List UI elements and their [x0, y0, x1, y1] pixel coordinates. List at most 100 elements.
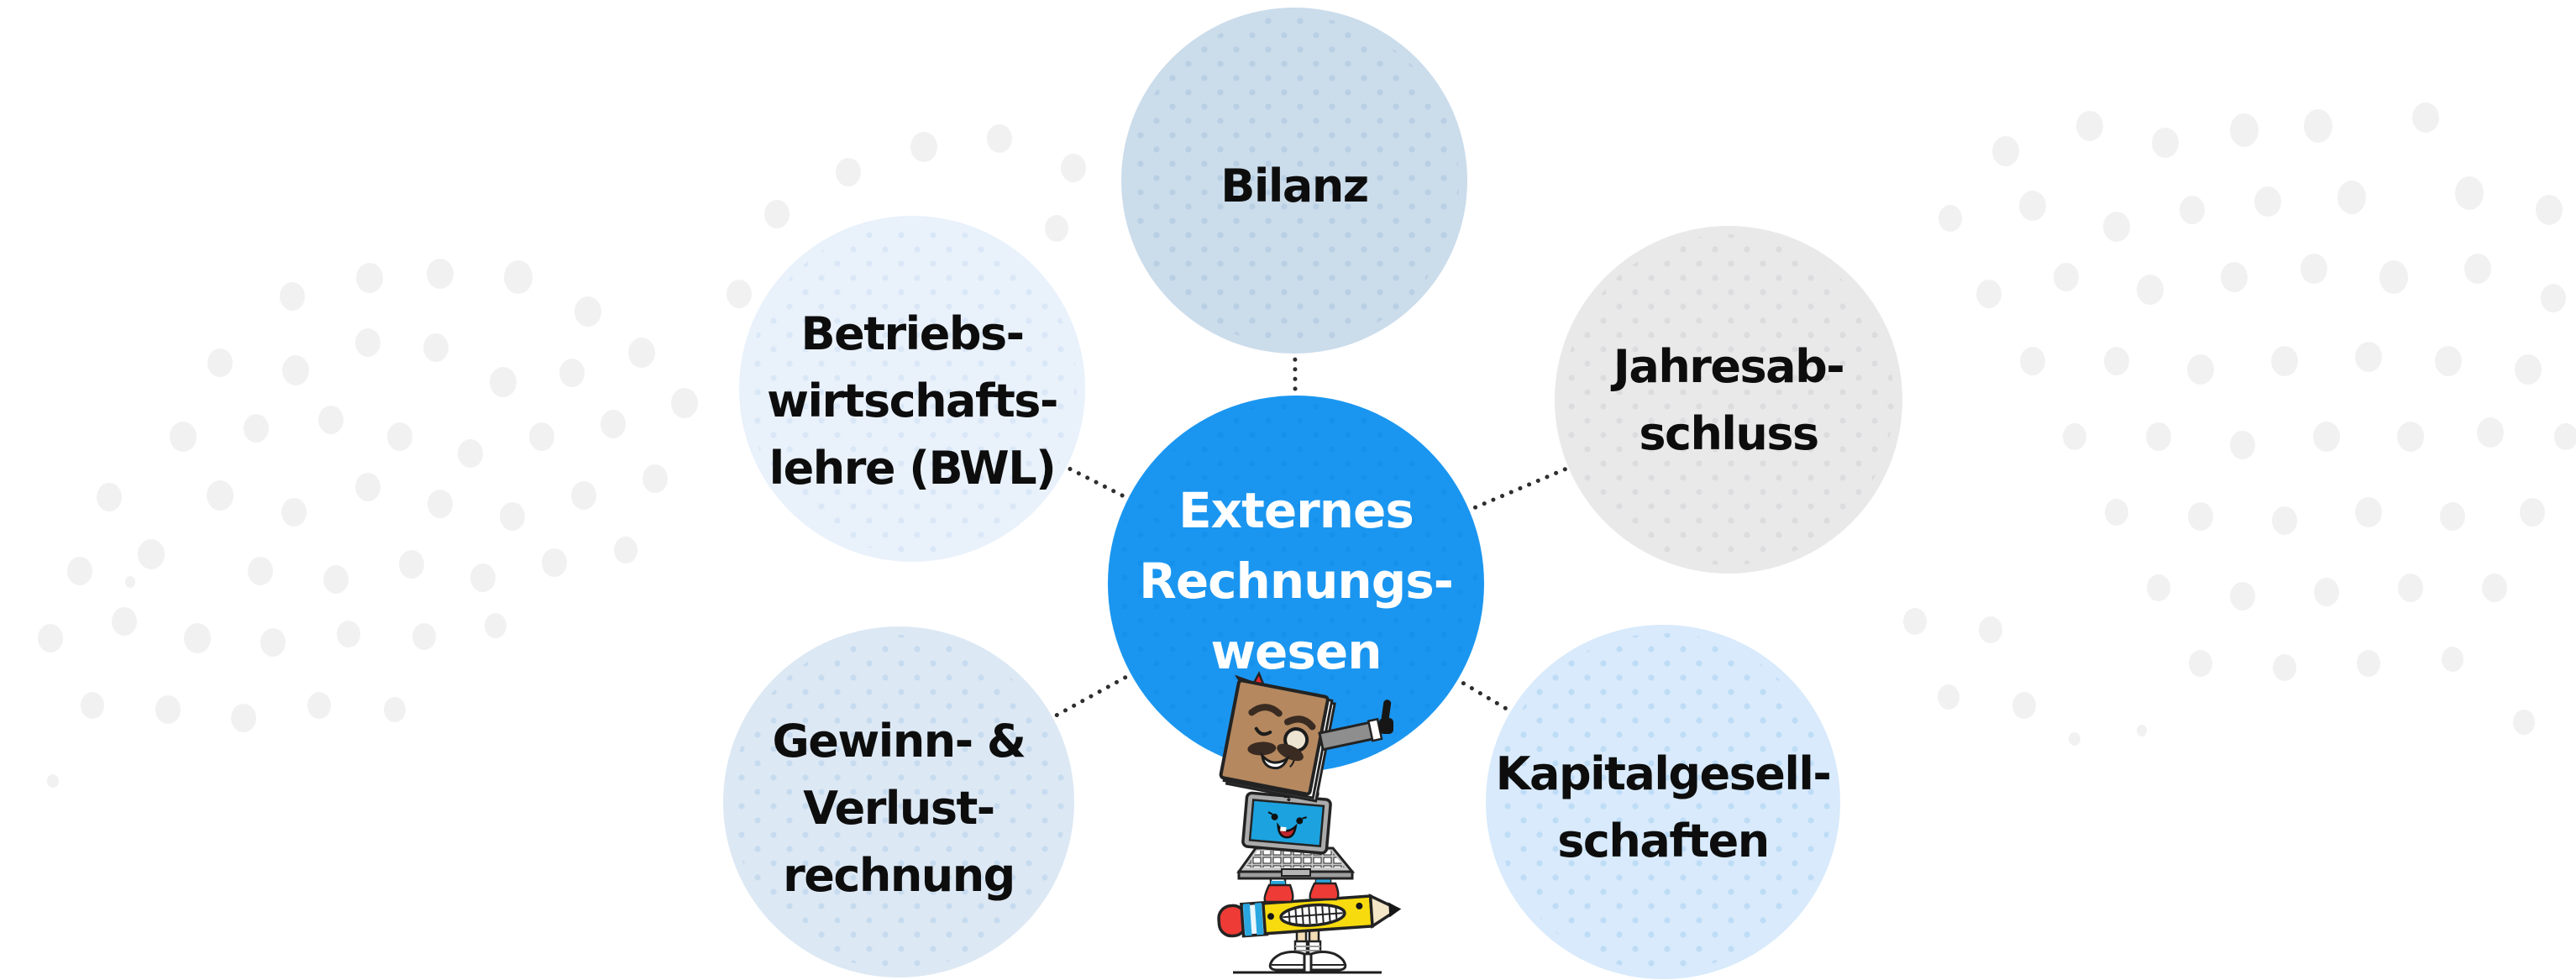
- background-dot: [2152, 128, 2179, 158]
- background-dot: [207, 480, 233, 511]
- background-dot: [2054, 263, 2079, 291]
- background-dot: [2442, 647, 2463, 672]
- background-dot: [614, 537, 637, 563]
- background-dot: [2357, 650, 2380, 677]
- background-dot: [2379, 260, 2408, 294]
- background-dot: [318, 406, 344, 434]
- background-dot: [727, 280, 752, 308]
- background-dot: [2076, 111, 2103, 141]
- mascot-legs: [1268, 925, 1347, 972]
- background-dot: [355, 473, 380, 501]
- background-dot: [2440, 502, 2465, 531]
- background-dot: [231, 704, 256, 732]
- background-dot: [248, 557, 273, 585]
- background-dot: [671, 388, 698, 418]
- background-dot: [170, 422, 197, 452]
- background-dot: [47, 774, 59, 788]
- background-dot: [97, 483, 122, 511]
- background-dot: [2397, 422, 2424, 452]
- node-label-bilanz: Bilanz: [1220, 160, 1369, 212]
- background-dot: [574, 296, 601, 327]
- background-dot: [1939, 205, 1962, 232]
- background-dot: [2020, 347, 2045, 375]
- background-dot: [281, 498, 307, 527]
- background-dot: [2146, 422, 2171, 451]
- background-dot: [2272, 506, 2297, 535]
- background-dot: [836, 158, 861, 186]
- background-dot: [1976, 280, 2002, 308]
- background-dot: [2105, 499, 2128, 526]
- node-circle-jahresabschluss: [1555, 226, 1902, 574]
- background-dot: [1938, 684, 1960, 710]
- background-dot: [2355, 497, 2382, 527]
- background-dot: [112, 607, 137, 636]
- background-dot: [2515, 354, 2542, 385]
- background-dot: [2254, 186, 2281, 217]
- background-dot: [2230, 431, 2255, 459]
- background-dot: [184, 623, 211, 653]
- node-circle-kapitalgesellschaften: [1486, 625, 1840, 979]
- laptop-keyboard: [1246, 851, 1345, 867]
- background-dot: [427, 259, 454, 289]
- background-dot: [399, 550, 424, 579]
- node-label-gewinn-verlust: Gewinn- & Verlust- rechnung: [772, 715, 1026, 902]
- background-dot: [2271, 346, 2298, 376]
- background-dot: [260, 628, 286, 657]
- background-dot: [67, 557, 92, 585]
- pencil-tip: [1388, 902, 1401, 918]
- background-dot: [2513, 710, 2535, 735]
- background-dot: [2180, 196, 2205, 224]
- background-dot: [1979, 616, 2002, 643]
- background-dot: [81, 692, 104, 719]
- node-circle-gewinn-verlust: [723, 626, 1074, 977]
- laptop-face: [1267, 811, 1307, 839]
- background-dot: [2304, 109, 2332, 143]
- background-dot: [38, 624, 63, 652]
- background-dot: [2063, 423, 2086, 450]
- background-dot: [1903, 608, 1927, 635]
- node-label-kapitalgesellschaften: Kapitalgesell- schaften: [1495, 747, 1832, 867]
- background-dot: [355, 328, 380, 357]
- background-dot: [1045, 215, 1068, 242]
- background-dot: [2301, 254, 2327, 284]
- background-dot: [2314, 578, 2339, 606]
- background-dot: [1061, 154, 1086, 182]
- background-dot: [2230, 582, 2255, 611]
- background-dot: [2482, 574, 2507, 602]
- thumbs-up-hand: [1379, 700, 1393, 734]
- node-label-jahresabschluss: Jahresab- schluss: [1613, 340, 1845, 460]
- background-dot: [2103, 212, 2130, 242]
- background-dot: [987, 124, 1012, 153]
- background-dot: [2188, 502, 2213, 531]
- book-on-laptop-on-pencil-mascot: [1217, 671, 1402, 974]
- background-dot: [138, 539, 165, 569]
- background-dot: [412, 623, 436, 650]
- background-dot: [2137, 725, 2147, 736]
- background-dot: [2355, 342, 2382, 372]
- background-dot: [504, 260, 533, 294]
- background-dot: [307, 692, 331, 719]
- background-dot: [337, 621, 360, 647]
- background-dot: [500, 502, 525, 531]
- background-dot: [2137, 275, 2164, 305]
- laptop-screen: [1248, 799, 1325, 848]
- background-dot: [764, 200, 790, 228]
- background-dot: [2189, 650, 2212, 677]
- background-dot: [2435, 346, 2462, 376]
- background-dot: [280, 282, 305, 311]
- background-dot: [384, 697, 406, 722]
- background-dot: [387, 422, 412, 451]
- background-dot: [601, 410, 626, 438]
- background-dot-pattern: [38, 102, 2576, 788]
- background-dot: [2464, 254, 2491, 284]
- background-dot: [2477, 417, 2504, 448]
- book-face: [1247, 704, 1316, 770]
- node-label-bwl: Betriebs- wirtschafts- lehre (BWL): [767, 307, 1058, 495]
- node-circle-bwl: [739, 216, 1085, 562]
- background-dot: [643, 464, 668, 493]
- background-dot: [2187, 354, 2214, 385]
- background-dot: [485, 613, 506, 638]
- background-dot: [458, 439, 483, 468]
- background-dot: [628, 338, 655, 368]
